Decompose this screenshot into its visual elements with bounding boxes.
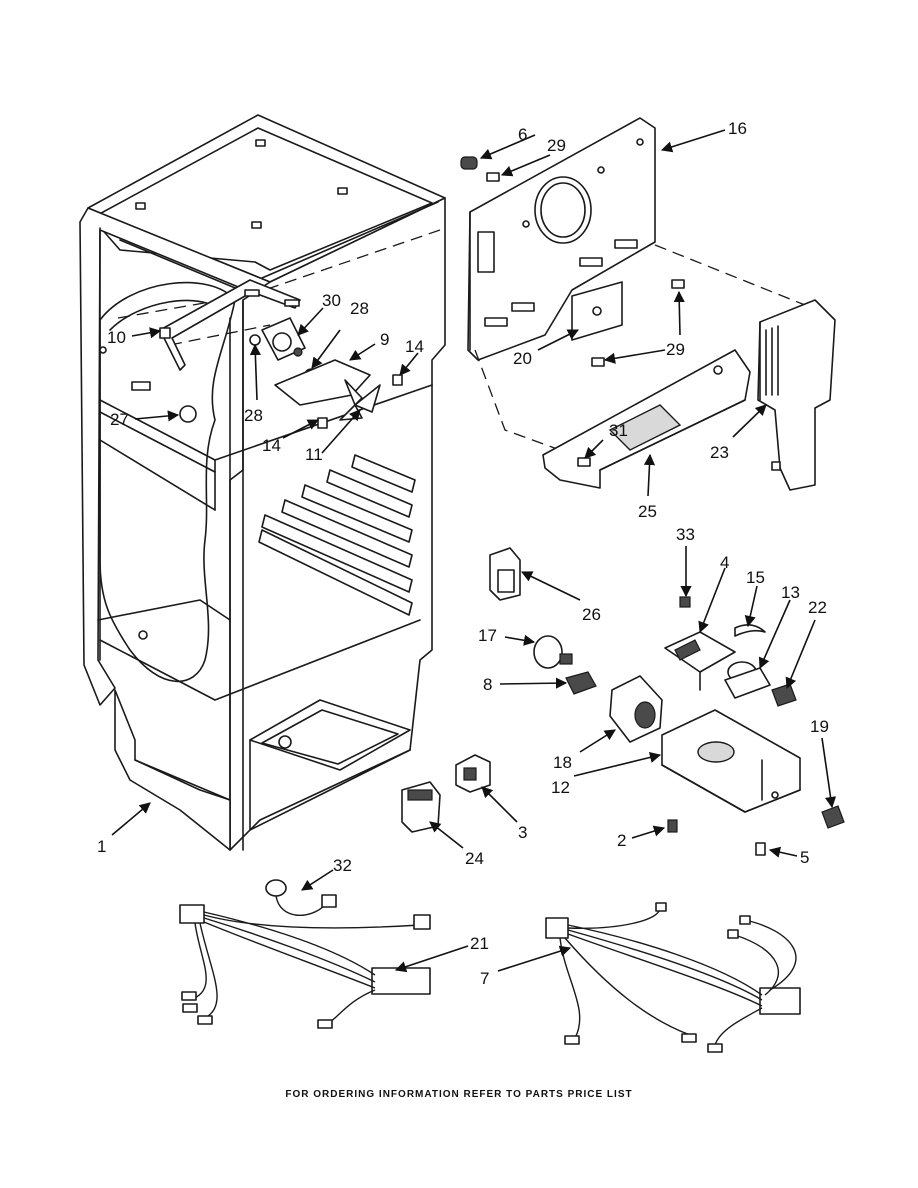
- cover-plate-part-20: [571, 281, 623, 341]
- callout-26: 26: [582, 605, 601, 624]
- callout-1: 1: [97, 837, 106, 856]
- light-shield-part-26: [489, 547, 521, 601]
- callout-30: 30: [322, 291, 341, 310]
- callout-25: 25: [638, 502, 657, 521]
- light-bulb-part-17: [533, 635, 573, 669]
- clip-part-15: [734, 624, 766, 637]
- callout-12: 12: [551, 778, 570, 797]
- lamp-socket-part-8: [565, 671, 597, 695]
- callout-21: 21: [470, 934, 489, 953]
- control-board-part-4: [664, 631, 736, 691]
- motor-bracket-part-9: [274, 359, 371, 406]
- callout-18: 18: [553, 753, 572, 772]
- control-housing-part-25: [542, 349, 751, 489]
- housing-tray-part-12: [661, 709, 801, 813]
- callout-29-upper: 29: [547, 136, 566, 155]
- callout-3: 3: [518, 823, 527, 842]
- air-duct-part-23: [757, 299, 836, 491]
- callout-32: 32: [333, 856, 352, 875]
- screw-part-29: [486, 172, 685, 367]
- callout-4: 4: [720, 553, 729, 572]
- callout-10: 10: [107, 328, 126, 347]
- callout-33: 33: [676, 525, 695, 544]
- callout-8: 8: [483, 675, 492, 694]
- callout-24: 24: [465, 849, 484, 868]
- wire-harness-part-21: [179, 904, 431, 1029]
- callout-31: 31: [609, 421, 628, 440]
- callout-28-upper: 28: [350, 299, 369, 318]
- callout-15: 15: [746, 568, 765, 587]
- callout-27: 27: [110, 410, 129, 429]
- wire-harness-part-7: [545, 902, 801, 1053]
- callout-9: 9: [380, 330, 389, 349]
- screw-part-5: [755, 842, 766, 856]
- footer-note: FOR ORDERING INFORMATION REFER TO PARTS …: [285, 1089, 633, 1100]
- screw-part-2: [667, 819, 678, 833]
- knob-housing-part-18: [609, 675, 663, 743]
- evaporator-cover-part-16: [467, 117, 656, 361]
- callout-13: 13: [781, 583, 800, 602]
- callout-labels: 1 2 3 4 5 6 7 8 9 10 11 12 13 14 14 15 1…: [97, 119, 829, 988]
- shelf-rails: [258, 454, 416, 616]
- callout-20: 20: [513, 349, 532, 368]
- callout-19: 19: [810, 717, 829, 736]
- callout-22: 22: [808, 598, 827, 617]
- callout-17: 17: [478, 626, 497, 645]
- callout-29-lower: 29: [666, 340, 685, 359]
- callout-14-upper: 14: [405, 337, 424, 356]
- callout-28-lower: 28: [244, 406, 263, 425]
- knob-part-22: [771, 683, 797, 707]
- callout-6: 6: [518, 125, 527, 144]
- spacer-part-6: [460, 156, 478, 170]
- plug-part-27: [179, 405, 197, 423]
- defrost-timer-part-30: [249, 317, 306, 361]
- callout-23: 23: [710, 443, 729, 462]
- callout-16: 16: [728, 119, 747, 138]
- relay-part-3: [455, 754, 491, 793]
- callout-5: 5: [800, 848, 809, 867]
- leader-arrows: [111, 129, 837, 973]
- cabinet-liner: [79, 114, 446, 851]
- callout-2: 2: [617, 831, 626, 850]
- screw-part-31: [577, 457, 591, 467]
- thermostat-part-13: [724, 661, 771, 699]
- thermal-fuse-part-32: [265, 879, 337, 917]
- screw-part-33: [679, 596, 691, 608]
- callout-14-lower: 14: [262, 436, 281, 455]
- callout-11: 11: [305, 445, 323, 464]
- switch-part-19: [821, 805, 845, 829]
- callout-7: 7: [480, 969, 489, 988]
